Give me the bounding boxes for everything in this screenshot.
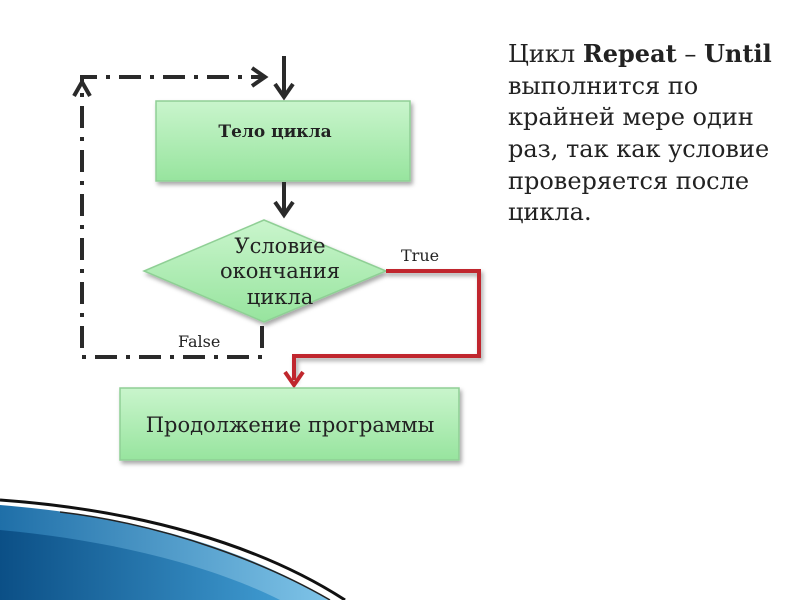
entry-arrowhead — [273, 82, 295, 101]
true-branch-arrowhead — [283, 370, 305, 389]
loop-back-dashed-line — [80, 75, 264, 359]
decorative-swoosh — [0, 498, 346, 600]
description-body: выполнится по крайней мере один раз, так… — [508, 71, 770, 227]
loop-back-up-arrowhead — [72, 77, 92, 97]
description-prefix: Цикл — [508, 40, 583, 68]
true-branch-line — [292, 269, 481, 380]
body-to-condition-arrowhead — [273, 200, 295, 219]
keyword-repeat: Repeat — [582, 39, 677, 68]
loop-body-box — [155, 100, 411, 182]
true-branch-label: True — [401, 246, 440, 265]
description-text: Цикл Repeat – Until выполнится по крайне… — [508, 38, 778, 229]
description-dash: – — [676, 40, 704, 68]
keyword-until: Until — [703, 39, 772, 68]
loop-body-label: Тело цикла — [218, 122, 332, 142]
false-branch-label: False — [178, 332, 221, 351]
continuation-label: Продолжение программы — [145, 412, 435, 437]
loop-back-right-arrowhead — [250, 66, 269, 88]
condition-label: Условие окончания цикла — [219, 234, 341, 309]
condition-diamond — [142, 219, 388, 323]
continuation-box — [119, 387, 460, 461]
